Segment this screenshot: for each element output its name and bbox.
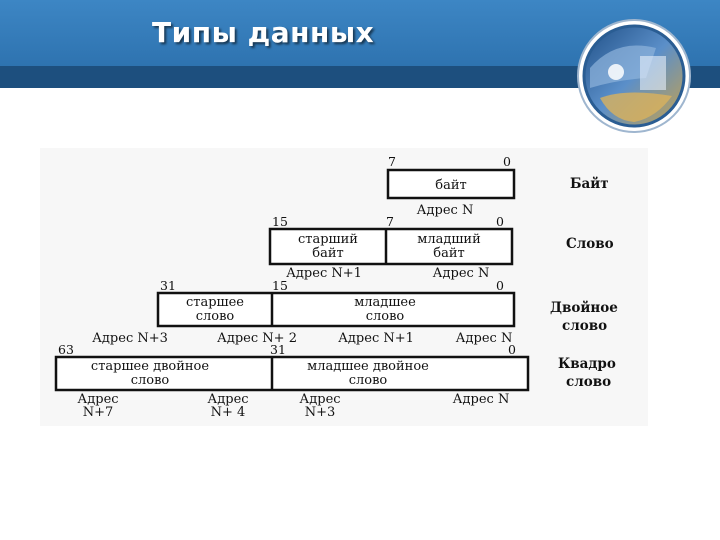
qword-bit-high: 63 — [58, 342, 74, 357]
dword-type-label-line2: слово — [562, 318, 607, 334]
dword-high-line2: слово — [196, 309, 235, 324]
word-low-line2: байт — [433, 246, 464, 261]
decorative-globe-logo — [577, 19, 691, 133]
qword-address-4-line1: Адрес — [207, 392, 248, 407]
dword-address-0: Адрес N — [456, 331, 513, 346]
word-address-high: Адрес N+1 — [286, 266, 362, 281]
dword-low-line1: младшее — [354, 295, 416, 310]
word-cell — [268, 227, 514, 266]
byte-bit-low: 0 — [503, 154, 511, 169]
dword-bit-low: 0 — [496, 278, 504, 293]
qword-address-7-line2: N+7 — [83, 405, 114, 420]
qword-high-line2: слово — [131, 373, 170, 388]
qword-address-7-line1: Адрес — [77, 392, 118, 407]
qword-address-3-line1: Адрес — [299, 392, 340, 407]
dword-low-line2: слово — [366, 309, 405, 324]
byte-cell — [386, 168, 516, 200]
dword-bit-mid: 15 — [272, 278, 288, 293]
word-low-line1: младший — [417, 232, 481, 247]
byte-type-label: Байт — [570, 176, 609, 192]
qword-address-4-line2: N+ 4 — [211, 405, 246, 420]
qword-bit-low: 0 — [508, 342, 516, 357]
qword-high-line1: старшее двойное — [91, 359, 209, 374]
dword-address-2: Адрес N+ 2 — [217, 331, 297, 346]
dword-address-3: Адрес N+3 — [92, 331, 168, 346]
dword-cell — [156, 291, 516, 328]
word-bit-mid: 7 — [386, 214, 394, 229]
word-address-low: Адрес N — [433, 266, 490, 281]
qword-cell — [54, 355, 530, 392]
slide-title: Типы данных — [152, 16, 375, 49]
qword-low-line1: младшее двойное — [307, 359, 429, 374]
dword-bit-high: 31 — [160, 278, 176, 293]
header-stripe — [0, 66, 720, 88]
dword-address-1: Адрес N+1 — [338, 331, 414, 346]
qword-type-label-line2: слово — [566, 374, 611, 390]
qword-address-0: Адрес N — [453, 392, 510, 407]
dword-high-line1: старшее — [186, 295, 244, 310]
qword-address-3-line2: N+3 — [305, 405, 336, 420]
word-high-line1: старший — [298, 232, 358, 247]
qword-low-line2: слово — [349, 373, 388, 388]
word-high-line2: байт — [312, 246, 343, 261]
byte-cell-label: байт — [435, 178, 466, 193]
byte-bit-high: 7 — [388, 154, 396, 169]
qword-bit-mid: 31 — [270, 342, 286, 357]
byte-address: Адрес N — [417, 203, 474, 218]
qword-type-label-line1: Квадро — [558, 356, 616, 372]
word-type-label: Слово — [566, 236, 614, 252]
word-bit-high: 15 — [272, 214, 288, 229]
word-bit-low: 0 — [496, 214, 504, 229]
dword-type-label-line1: Двойное — [550, 300, 618, 316]
